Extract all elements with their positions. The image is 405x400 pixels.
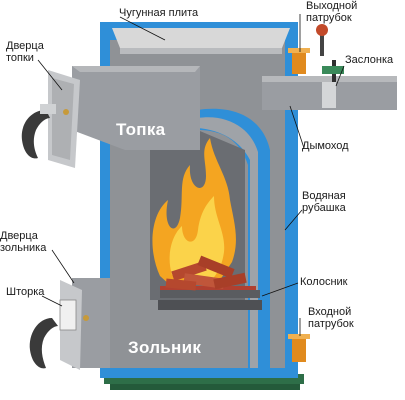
firebox-door-handle bbox=[21, 110, 50, 159]
label-ash-door: Дверца зольника bbox=[0, 230, 47, 254]
label-cast-iron-plate: Чугунная плита bbox=[119, 7, 199, 19]
ash-door-handle bbox=[29, 318, 58, 369]
flames bbox=[152, 138, 236, 285]
label-inlet-pipe: Входной патрубок bbox=[308, 306, 354, 330]
label-grate: Колосник bbox=[300, 276, 348, 288]
label-firebox: Топка bbox=[116, 120, 166, 139]
grate bbox=[158, 286, 262, 310]
outlet-pipe bbox=[292, 50, 306, 74]
label-water-jacket: Водяная рубашка bbox=[302, 190, 346, 214]
label-ash-pit: Зольник bbox=[128, 338, 202, 357]
label-shutter: Шторка bbox=[6, 286, 45, 298]
label-chimney: Дымоход bbox=[302, 140, 349, 152]
firewood bbox=[165, 255, 247, 291]
label-firebox-door: Дверца топки bbox=[6, 40, 44, 64]
boiler-base bbox=[104, 374, 304, 384]
firebox-door-housing bbox=[72, 66, 200, 150]
shutter bbox=[59, 299, 77, 331]
cast-iron-plate bbox=[112, 28, 290, 48]
label-outlet-pipe: Выходной патрубок bbox=[306, 0, 358, 24]
inlet-pipe bbox=[292, 336, 306, 362]
damper bbox=[322, 82, 336, 108]
label-damper: Заслонка bbox=[345, 54, 394, 66]
